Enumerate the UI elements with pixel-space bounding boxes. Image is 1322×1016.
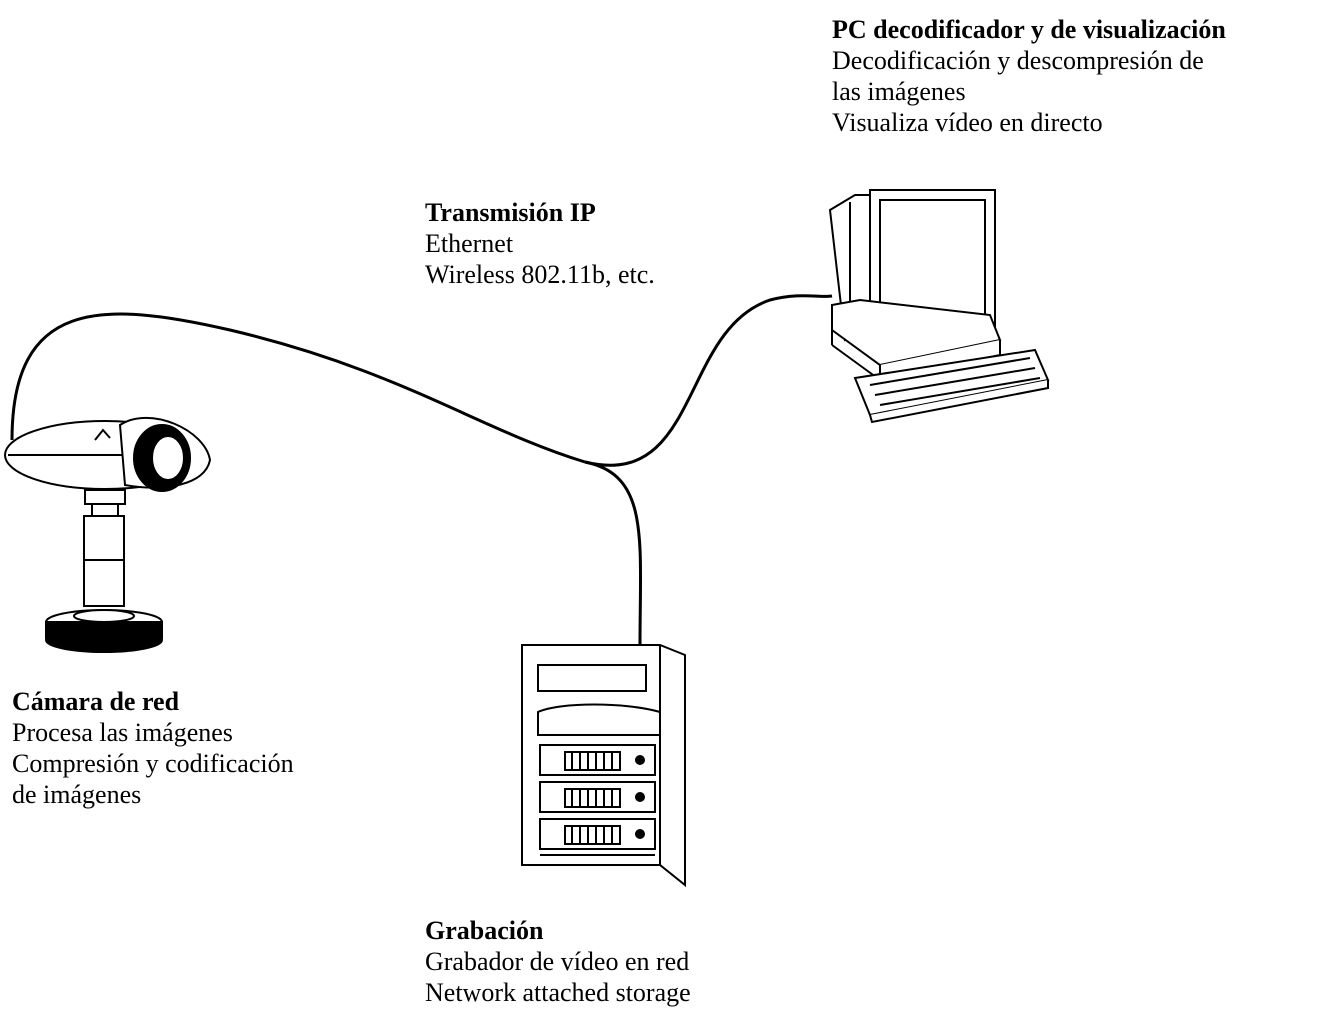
recorder-tower-icon bbox=[521, 644, 686, 888]
recording-line-1: Grabador de vídeo en red bbox=[425, 947, 690, 976]
camera-title: Cámara de red bbox=[12, 687, 180, 716]
pc-line-3: Visualiza vídeo en directo bbox=[832, 108, 1103, 137]
camera-line-3: de imágenes bbox=[12, 780, 142, 809]
network-camera-icon bbox=[4, 416, 212, 653]
camera-line-1: Procesa las imágenes bbox=[12, 718, 233, 747]
network-cables bbox=[10, 294, 833, 646]
camera-line-2: Compresión y codificación bbox=[12, 749, 294, 778]
recorder-cable bbox=[584, 460, 643, 646]
pc-cable bbox=[584, 294, 833, 467]
recording-label-block: Grabación Grabador de vídeo en red Netwo… bbox=[425, 915, 691, 1008]
transmission-line-2: Wireless 802.11b, etc. bbox=[425, 260, 655, 289]
pc-icon bbox=[828, 189, 1050, 424]
recording-line-2: Network attached storage bbox=[425, 978, 691, 1007]
transmission-title: Transmisión IP bbox=[425, 198, 596, 227]
pc-line-2: las imágenes bbox=[832, 77, 966, 106]
camera-cable bbox=[10, 312, 586, 464]
camera-label-block: Cámara de red Procesa las imágenes Compr… bbox=[12, 686, 294, 810]
pc-line-1: Decodificación y descompresión de bbox=[832, 46, 1204, 75]
pc-label-block: PC decodificador y de visualización Deco… bbox=[832, 14, 1226, 138]
transmission-line-1: Ethernet bbox=[425, 229, 514, 258]
pc-title: PC decodificador y de visualización bbox=[832, 15, 1226, 44]
transmission-label-block: Transmisión IP Ethernet Wireless 802.11b… bbox=[425, 197, 655, 290]
recording-title: Grabación bbox=[425, 916, 544, 945]
